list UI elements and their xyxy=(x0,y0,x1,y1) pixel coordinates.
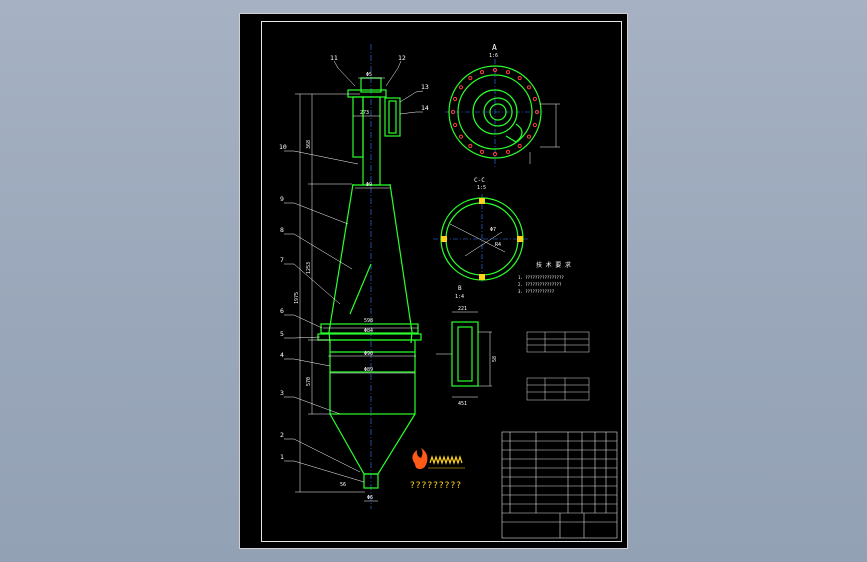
bolt-hole xyxy=(517,143,522,149)
leader-2: 2 xyxy=(280,431,284,439)
view-a-scroll xyxy=(472,89,518,135)
view-b-outer xyxy=(451,321,479,387)
view-a-inlet-scroll xyxy=(505,123,523,143)
dim-barrel-lower: Φ89 xyxy=(364,367,373,373)
bolt-hole xyxy=(492,151,498,157)
dim-cone-height: 1253 xyxy=(306,262,312,274)
bottom-cone xyxy=(329,413,416,475)
leader-12: 12 xyxy=(398,54,406,62)
bolt-hole xyxy=(453,96,458,102)
middle-flange xyxy=(317,333,422,341)
bolt-hole xyxy=(450,109,456,115)
bolt-hole xyxy=(517,75,522,81)
top-cover xyxy=(347,89,387,98)
leader-10: 10 xyxy=(279,143,287,151)
logo-caption: ????????? xyxy=(410,481,462,491)
leader-13: 13 xyxy=(421,83,429,91)
dim-overall-height: 1975 xyxy=(294,292,300,304)
view-b: B 1:4 221 58 451 xyxy=(436,285,498,407)
dim-barrel-width: Φ90 xyxy=(364,351,373,357)
leader-4: 4 xyxy=(280,351,284,359)
view-a-scale: 1:6 xyxy=(489,53,498,59)
title-block xyxy=(501,431,618,539)
bolt-hole xyxy=(534,109,540,115)
cyclone-drawing: 11 12 13 14 10 9 8 7 6 5 4 3 2 1 Φ5 273 … xyxy=(279,43,618,539)
bolt-hole xyxy=(458,134,464,139)
cyclone-body xyxy=(317,77,422,489)
cc-diameter: Φ7 xyxy=(490,227,496,233)
logo: ????????? xyxy=(410,448,465,491)
dim-outlet-width: Φ6 xyxy=(367,495,373,501)
view-b-bottom-dim: 451 xyxy=(458,401,467,407)
view-b-top-dim: 221 xyxy=(458,306,467,312)
bolt-hole xyxy=(468,75,473,81)
leader-14: 14 xyxy=(421,104,429,112)
bolt-hole xyxy=(492,67,498,73)
view-b-letter: B xyxy=(458,285,462,292)
side-flange-inner xyxy=(388,100,397,134)
leader-lines xyxy=(284,60,424,483)
bolt-hole xyxy=(479,149,485,154)
bolt-hole xyxy=(505,70,511,75)
bottom-outlet xyxy=(363,473,379,489)
leader-7: 7 xyxy=(280,256,284,264)
view-a-outer-ring xyxy=(448,65,542,159)
dim-flange-inner: Φ84 xyxy=(364,328,373,334)
dim-inlet-width: 273 xyxy=(360,110,369,116)
view-b-inner xyxy=(457,326,473,382)
inlet-duct xyxy=(352,96,364,158)
section-cc: C-C 1:5 Φ7 R4 xyxy=(433,177,530,284)
leader-9: 9 xyxy=(280,195,284,203)
leader-3: 3 xyxy=(280,389,284,397)
bolt-hole xyxy=(468,143,473,149)
tech-notes-title: 技 术 要 求 xyxy=(536,261,571,269)
tech-note-3: 3. ???????????? xyxy=(518,289,555,294)
leader-1: 1 xyxy=(280,453,284,461)
view-a-bolt-holes xyxy=(450,67,540,157)
cc-label: C-C xyxy=(474,177,485,184)
bolt-hole xyxy=(458,85,464,90)
dim-flange-width: 598 xyxy=(364,318,373,324)
dim-barrel-height: 570 xyxy=(306,377,312,386)
dim-upper-height: 368 xyxy=(306,140,312,149)
dimension-lines xyxy=(295,77,418,502)
bolt-hole xyxy=(532,122,537,128)
drawing-frame xyxy=(261,21,622,542)
small-tables xyxy=(526,331,590,401)
cc-radius: R4 xyxy=(495,242,501,248)
leader-8: 8 xyxy=(280,226,284,234)
dim-top-width: Φ5 xyxy=(366,72,372,78)
inner-vortex-finder xyxy=(349,263,372,315)
cc-scale: 1:5 xyxy=(477,185,486,191)
flame-logo-icon xyxy=(412,448,428,469)
view-a-outlet xyxy=(483,97,513,127)
bolt-hole xyxy=(526,85,532,90)
view-a-letter: A xyxy=(492,43,497,52)
leader-6: 6 xyxy=(280,307,284,315)
bolt-hole xyxy=(526,134,532,139)
bolt-hole xyxy=(532,96,537,102)
drawing-sheet: 11 12 13 14 10 9 8 7 6 5 4 3 2 1 Φ5 273 … xyxy=(239,13,628,549)
tech-note-1: 1. ???????????????? xyxy=(518,275,564,280)
technical-notes: 技 术 要 求 1. ???????????????? 2. ?????????… xyxy=(518,261,571,294)
view-a: A 1:6 xyxy=(445,43,560,169)
cone-right-edge xyxy=(389,183,413,344)
dim-bottom-height: 56 xyxy=(340,482,346,488)
barrel xyxy=(329,339,416,415)
spring-logo-icon xyxy=(429,455,463,465)
side-flange-outer xyxy=(384,97,401,137)
leader-5: 5 xyxy=(280,330,284,338)
view-b-height-dim: 58 xyxy=(492,356,498,362)
dim-body-width: Φ9 xyxy=(366,182,372,188)
upper-flange xyxy=(320,323,419,334)
bolt-hole xyxy=(505,149,511,154)
leader-11: 11 xyxy=(330,54,338,62)
bolt-hole xyxy=(479,70,485,75)
view-a-core xyxy=(489,103,507,121)
tech-note-2: 2. ??????????????? xyxy=(518,282,562,287)
view-b-scale: 1:4 xyxy=(455,294,464,300)
cone-left-edge xyxy=(328,183,354,344)
view-a-inner-ring xyxy=(457,74,533,150)
bolt-hole xyxy=(453,122,458,128)
